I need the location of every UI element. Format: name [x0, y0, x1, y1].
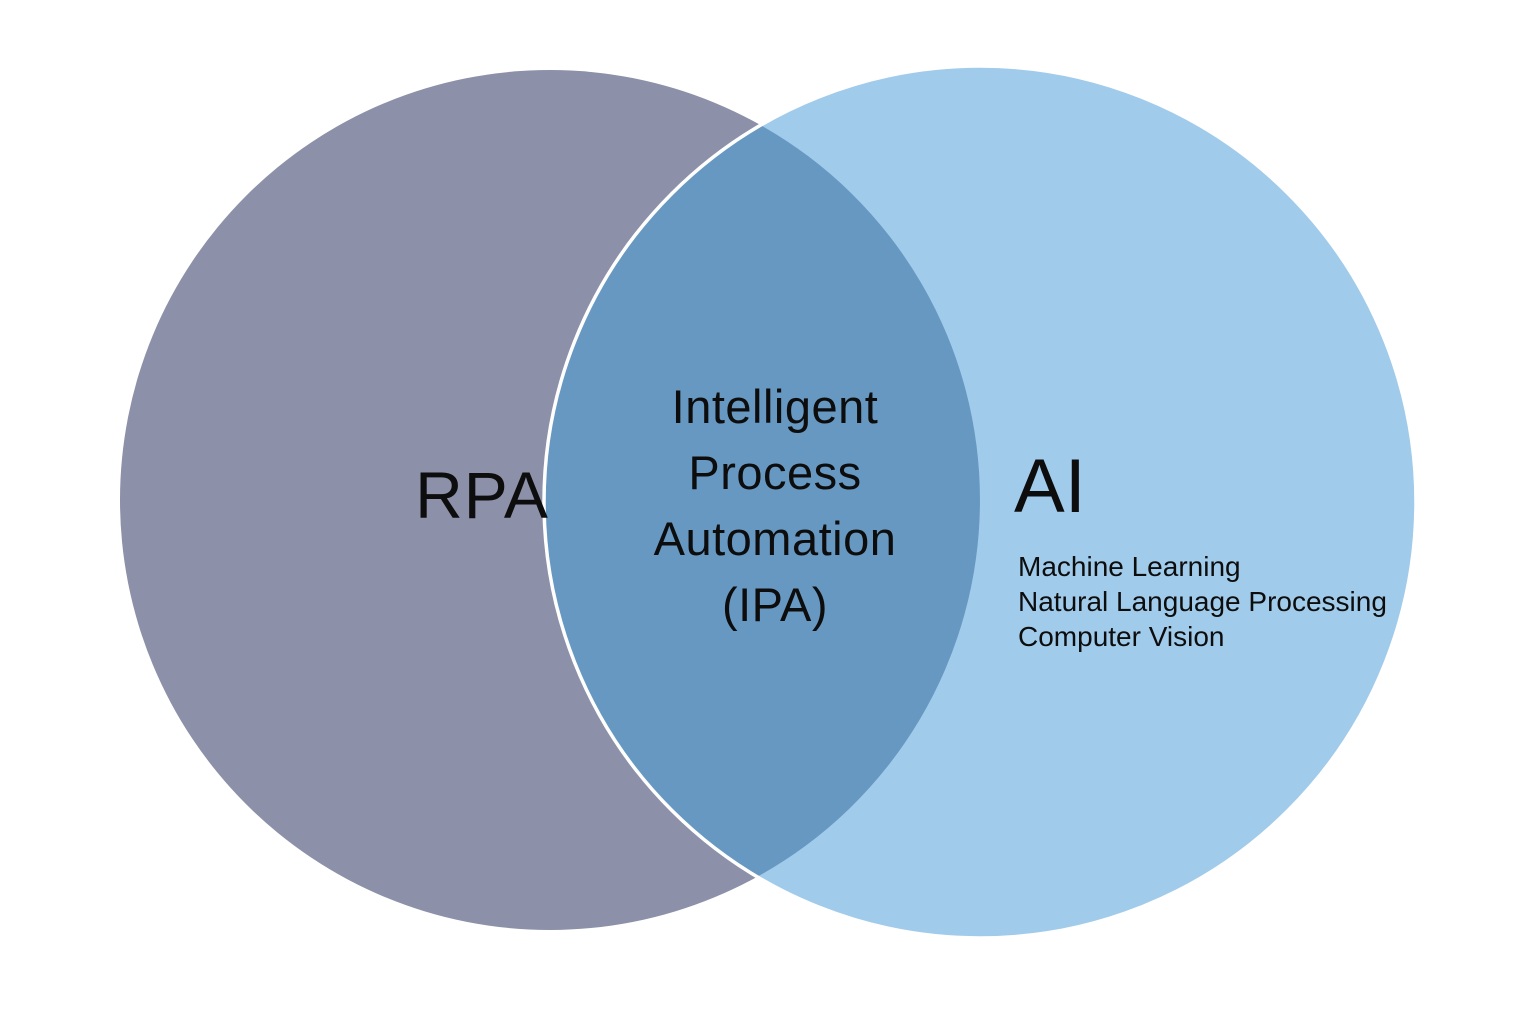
ai-sublabel-nlp: Natural Language Processing	[1018, 586, 1387, 617]
intersection-label-line-3: Automation	[653, 512, 897, 565]
ai-circle-outline	[542, 64, 1418, 940]
intersection-label-line-2: Process	[688, 446, 862, 499]
ai-sublabel-list: Machine Learning Natural Language Proces…	[1018, 549, 1387, 654]
ai-label: AI	[1014, 444, 1086, 529]
intersection-label: Intelligent Process Automation (IPA)	[550, 374, 1000, 638]
intersection-lens-shape	[544, 125, 980, 877]
ai-sublabel-machine-learning: Machine Learning	[1018, 551, 1241, 582]
ai-sublabel-computer-vision: Computer Vision	[1018, 621, 1225, 652]
intersection-label-line-4: (IPA)	[721, 578, 829, 631]
intersection-label-line-1: Intelligent	[671, 380, 879, 433]
rpa-label: RPA	[415, 458, 549, 532]
